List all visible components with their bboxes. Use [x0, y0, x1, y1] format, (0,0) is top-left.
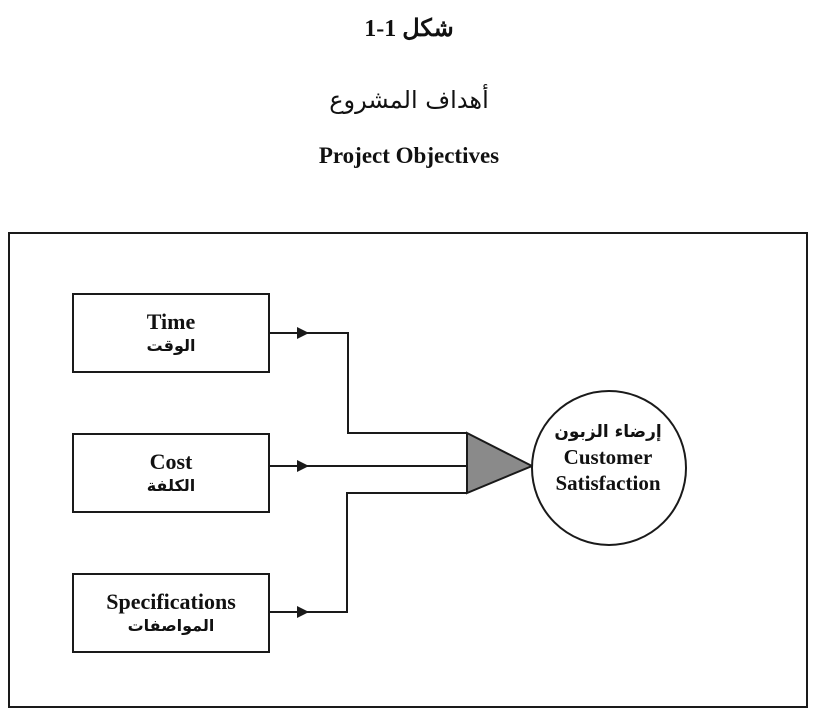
objective-label-en: Cost — [149, 449, 193, 474]
outcome-label-en-line1: Customer — [563, 445, 653, 469]
outcome-label-en-line2: Satisfaction — [555, 471, 661, 495]
arrowhead-icon — [297, 460, 309, 472]
customer-satisfaction-circle — [531, 390, 687, 546]
objective-label-ar: المواصفات — [127, 616, 215, 635]
connector-specifications — [270, 492, 467, 618]
objective-box-specifications: Specifications المواصفات — [72, 573, 270, 653]
objective-box-cost: Cost الكلفة — [72, 433, 270, 513]
diagram-frame — [8, 232, 808, 708]
figure-number: شكل 1-1 — [364, 16, 454, 42]
objective-label-ar: الكلفة — [146, 476, 196, 495]
customer-satisfaction-label: إرضاء الزبون Customer Satisfaction — [531, 420, 685, 496]
figure-title-english: Project Objectives — [318, 143, 500, 168]
objective-label-ar: الوقت — [146, 336, 196, 355]
arrowhead-icon — [297, 327, 309, 339]
merge-triangle-icon — [466, 431, 535, 495]
objective-label-en: Specifications — [106, 589, 236, 614]
figure-title-arabic: أهداف المشروع — [329, 86, 489, 114]
arrowhead-icon — [297, 606, 309, 618]
objective-box-time: Time الوقت — [72, 293, 270, 373]
objective-label-en: Time — [146, 309, 196, 334]
outcome-label-ar: إرضاء الزبون — [554, 422, 662, 442]
connector-cost — [270, 460, 467, 472]
connector-time — [270, 327, 467, 434]
